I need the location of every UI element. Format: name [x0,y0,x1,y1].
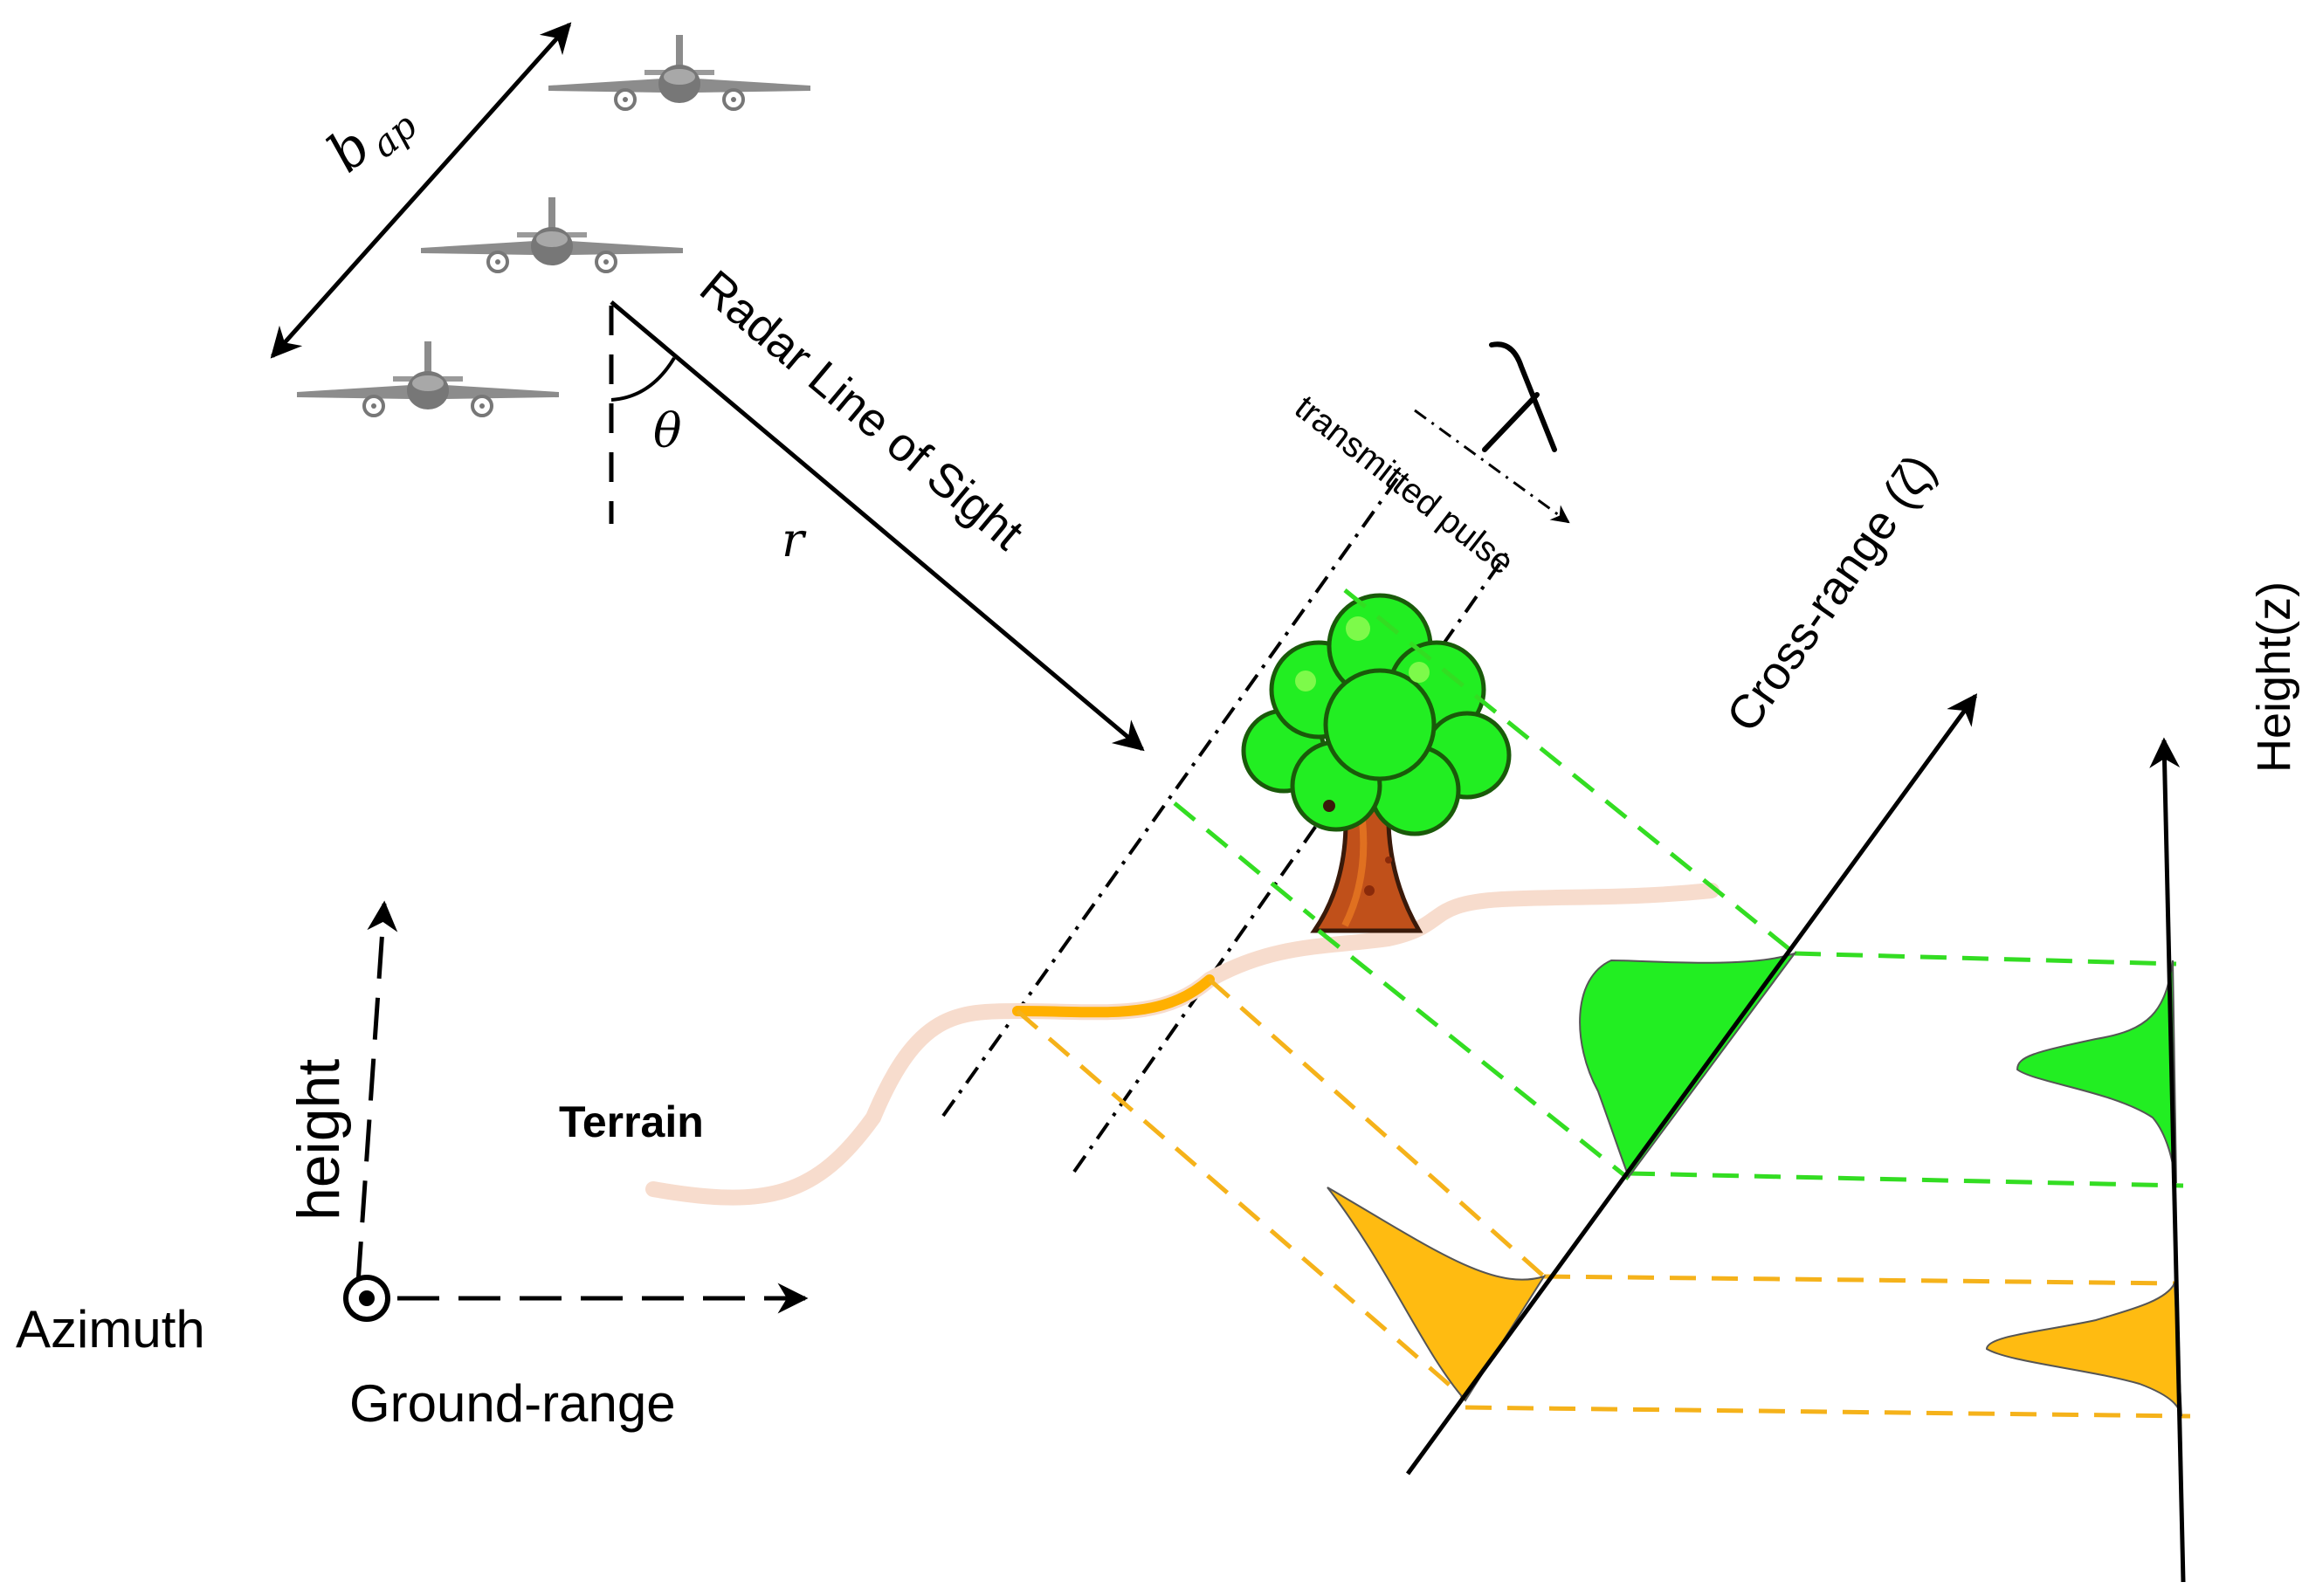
height-green-profile [2016,960,2177,1184]
canopy-projection-lines [1173,588,2184,1188]
radar-line-of-sight-arrow [610,300,1145,752]
ground-range-label: Ground-range [349,1374,676,1433]
cross-range-orange-profile [1327,1187,1547,1402]
aircraft-icon [295,340,561,417]
cross-range-label: Cross-range (ζ) [1717,445,1946,741]
transmitted-pulse-label: transmitted pulse [1287,388,1520,581]
terrain-highlight-segment [1012,974,1215,1018]
lambda-symbol [1482,341,1557,452]
height-axis-label: height [286,1059,352,1221]
height-orange-profile [1985,1280,2182,1417]
azimuth-out-of-page-icon [343,1275,390,1322]
aircraft-icon [547,33,812,111]
aircraft-icon [419,196,685,273]
tree-icon [1241,593,1512,933]
azimuth-label: Azimuth [16,1300,205,1359]
look-angle-arc [610,356,676,402]
cross-range-green-profile [1579,952,1797,1180]
ground-projection-lines [1016,978,2191,1419]
baseline-arrow [270,22,572,359]
height-z-axis [2149,737,2186,1583]
baseline-label: bap [315,82,425,190]
cross-range-axis [1405,693,1978,1476]
height-reference-axis [355,900,398,1284]
height-z-label: Height(z) [2248,581,2300,773]
terrain-label: Terrain [559,1097,704,1146]
pulse-direction-arrow [1414,409,1570,524]
theta-label: θ [653,403,682,458]
range-label: r [782,513,807,568]
